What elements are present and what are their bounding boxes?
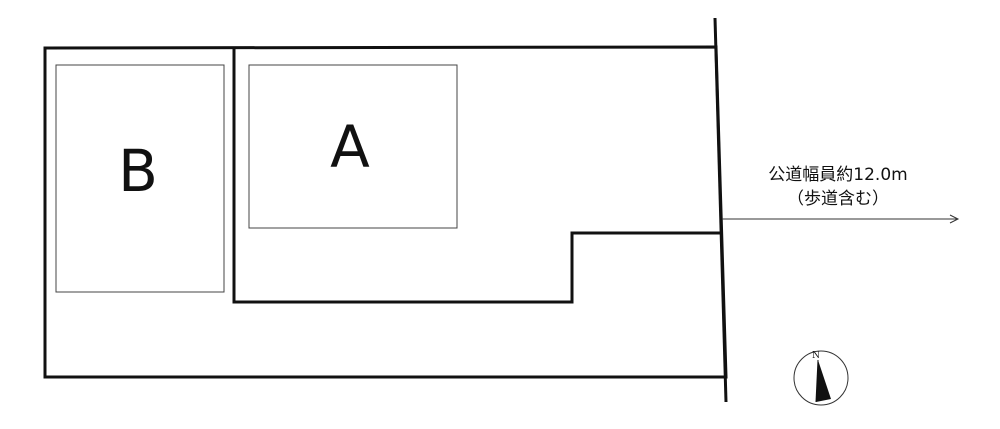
road-arrow xyxy=(722,214,960,224)
lot-b-building-footprint xyxy=(55,64,225,293)
road-boundary-line xyxy=(713,17,728,403)
lot-b-label: B xyxy=(118,137,158,205)
road-sidewalk-note: （歩道含む） xyxy=(787,189,889,209)
lot-a-building-footprint xyxy=(248,64,458,229)
lot-a-label: A xyxy=(330,113,370,181)
road-width-label: 公道幅員約12.0m xyxy=(768,165,907,185)
site-boundary xyxy=(43,45,728,379)
north-compass-icon xyxy=(793,350,849,406)
lot-a-boundary xyxy=(232,48,721,304)
north-label: N xyxy=(812,351,820,361)
